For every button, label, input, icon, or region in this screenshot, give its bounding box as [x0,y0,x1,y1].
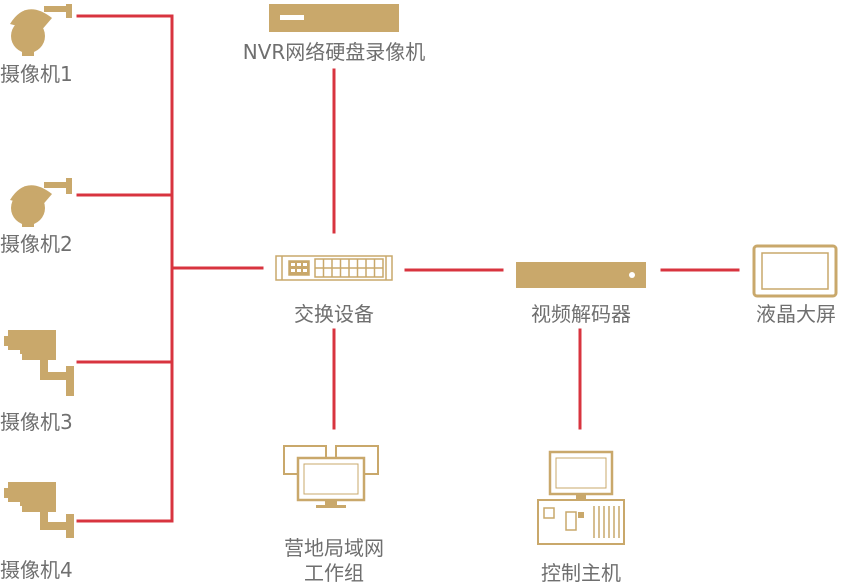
camera-4-icon [4,482,74,538]
camera-1-icon [10,4,72,56]
lcd-label: 液晶大屏 [756,302,836,326]
nvr-label: NVR网络硬盘录像机 [242,40,426,64]
camera-3-icon [4,330,74,396]
decoder-label: 视频解码器 [531,302,631,326]
camera-4-label: 摄像机4 [0,558,73,582]
workgroup-label-line1: 营地局域网 [284,536,384,560]
switch-label: 交换设备 [294,302,374,326]
camera-2-icon [10,178,72,227]
control-label: 控制主机 [541,561,621,585]
camera-2-label: 摄像机2 [0,232,73,256]
workgroup-label-line2: 工作组 [304,561,364,585]
nvr-recorder-icon [269,4,399,32]
camera-1-label: 摄像机1 [0,62,73,86]
lcd-screen-icon [752,244,838,298]
camera-3-label: 摄像机3 [0,410,73,434]
computer-icon [537,450,625,545]
network-switch-icon [275,255,393,281]
video-decoder-icon [516,262,646,288]
monitors-icon [283,445,379,508]
